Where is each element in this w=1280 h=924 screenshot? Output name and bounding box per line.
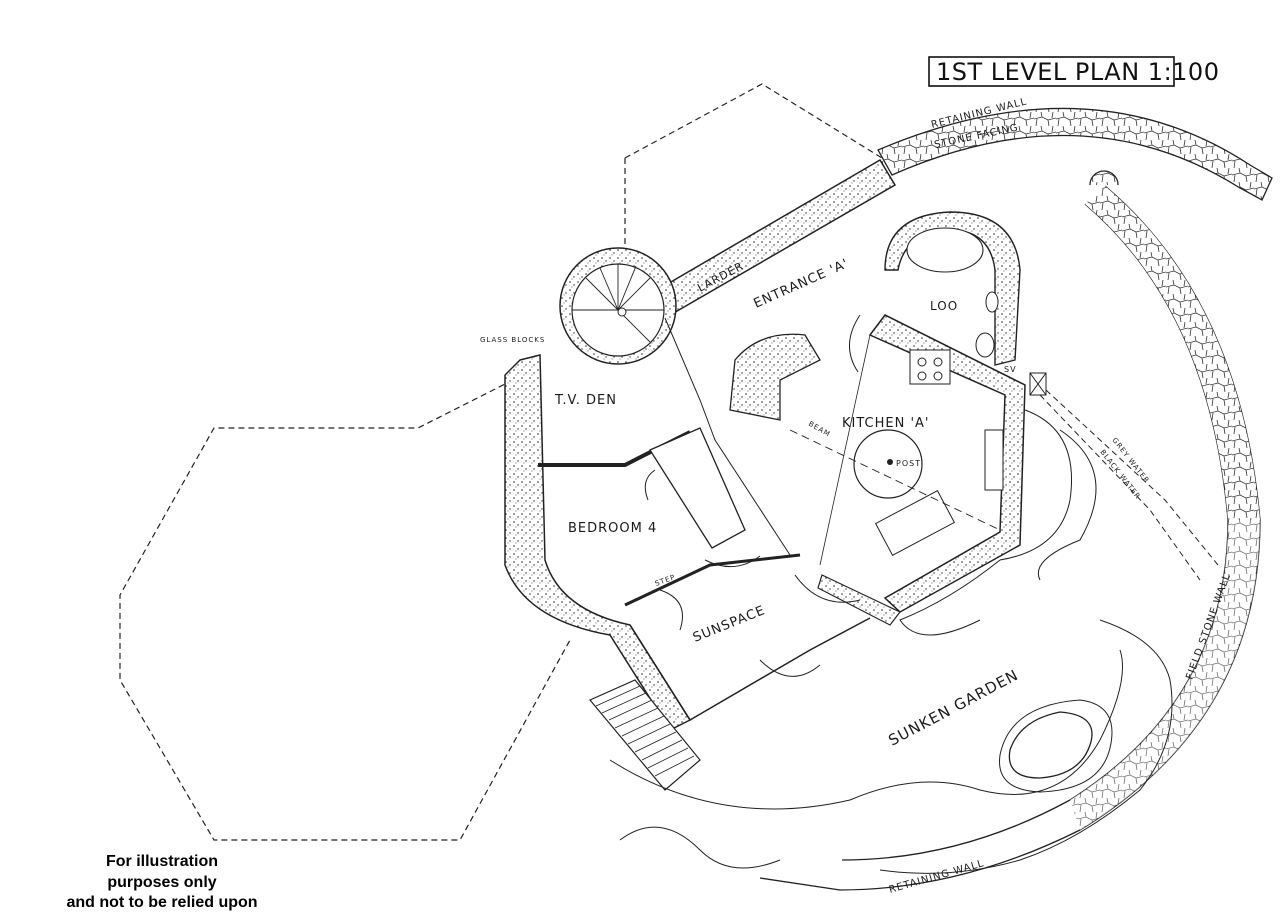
label-loo: LOO (930, 299, 958, 313)
plan-title: 1ST LEVEL PLAN 1:100 (928, 56, 1219, 87)
label-sunspace: SUNSPACE (691, 603, 768, 646)
svg-text:1ST LEVEL PLAN 1:100: 1ST LEVEL PLAN 1:100 (936, 58, 1219, 86)
disclaimer-note: For illustration purposes only and not t… (40, 852, 284, 914)
label-entrance: ENTRANCE 'A' (752, 256, 852, 311)
label-tv-den: T.V. DEN (554, 393, 617, 408)
disclaimer-line-2: purposes only (107, 873, 217, 891)
label-grey-water: GREY WATER (1110, 436, 1151, 485)
label-glass-blocks: GLASS BLOCKS (480, 336, 545, 344)
label-kitchen: KITCHEN 'A' (842, 416, 930, 431)
label-retaining-wall-bottom: RETAINING WALL (888, 858, 986, 896)
outer-retaining-wall (759, 107, 1273, 891)
label-post: POST (896, 459, 921, 468)
label-beam: BEAM (807, 420, 832, 439)
house-walls (504, 158, 1219, 791)
disclaimer-line-1: For illustration (106, 853, 218, 870)
label-black-water: BLACK WATER (1098, 448, 1142, 501)
label-sv: SV (1004, 365, 1017, 374)
disclaimer-line-3: and not to be relied upon (66, 894, 258, 911)
label-bedroom: BEDROOM 4 (568, 521, 657, 536)
garden-outlines (609, 409, 1173, 874)
dashed-future-outlines (119, 83, 885, 841)
label-sunken-garden: SUNKEN GARDEN (885, 666, 1021, 750)
